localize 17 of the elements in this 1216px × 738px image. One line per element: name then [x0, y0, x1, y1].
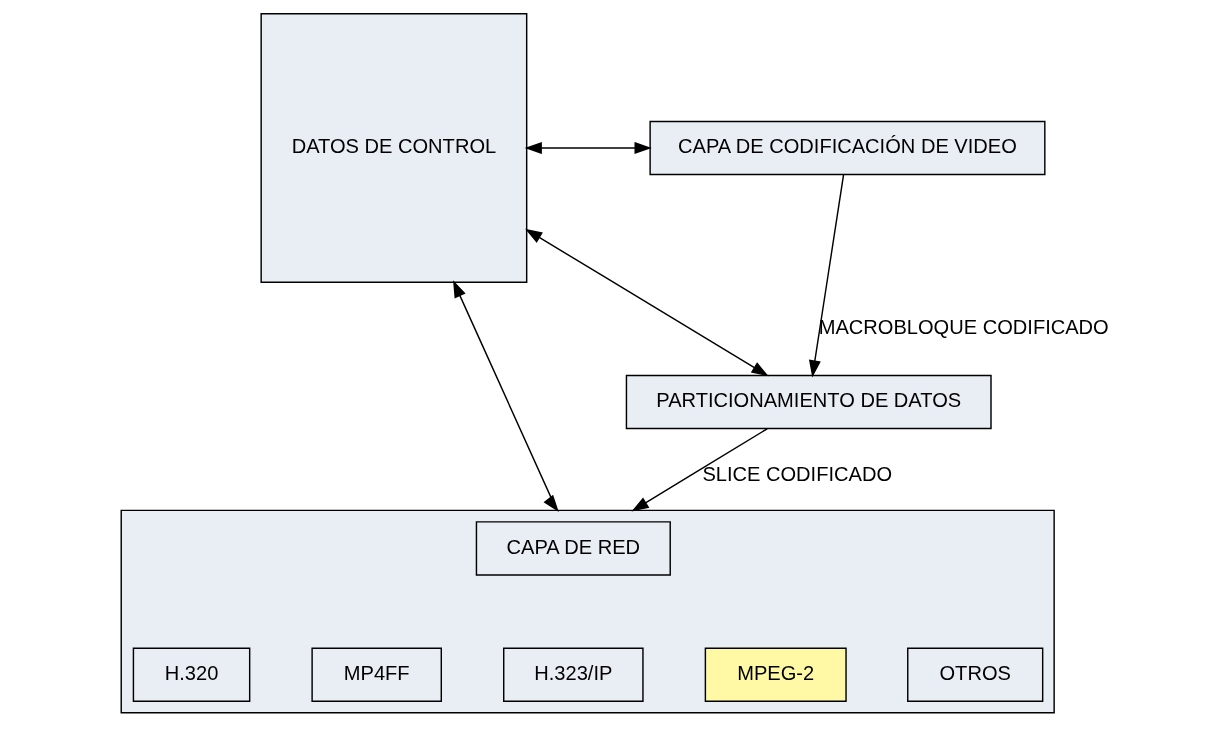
node-box: MP4FF [310, 647, 442, 702]
arrow [452, 280, 559, 513]
node-box: DATOS DE CONTROL [259, 13, 527, 283]
arrow [808, 174, 844, 378]
cluster [120, 509, 1055, 714]
arrow [524, 141, 652, 154]
node-box: PARTICIONAMIENTO DE DATOS [625, 374, 992, 430]
node-box: H.323/IP [502, 647, 644, 702]
node-box: OTROS [906, 647, 1043, 702]
edge-label: SLICE CODIFICADO [701, 462, 892, 485]
arrow [524, 228, 769, 377]
node-box: MPEG-2 [704, 647, 847, 702]
node-box: CAPA DE RED [475, 521, 671, 576]
node-box: CAPA DE CODIFICACIÓN DE VIDEO [648, 120, 1046, 176]
node-box: H.320 [132, 647, 250, 702]
edge-label: MACROBLOQUE CODIFICADO [818, 316, 1109, 339]
arrow [631, 428, 768, 512]
